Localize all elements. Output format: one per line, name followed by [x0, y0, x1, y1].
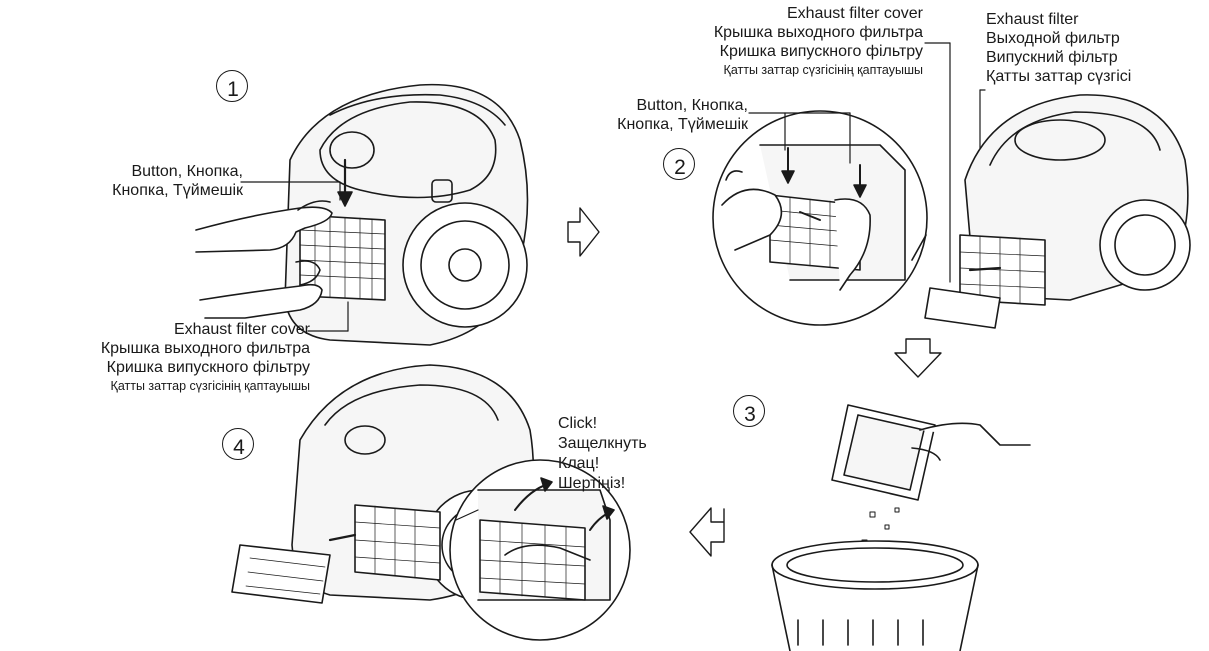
step2-vacuum-open: [924, 94, 1191, 329]
step-number-1: 1: [216, 70, 250, 104]
step1-leader-lines: [240, 181, 349, 332]
arrow-down-icon: [894, 338, 942, 378]
step1-button-label: Button, Кнопка, Кнопка, Түймешік: [112, 163, 243, 199]
step2-button-label: Button, Кнопка, Кнопка, Түймешік: [617, 97, 748, 133]
step4-connector: [455, 509, 479, 521]
step2-detail-circle: [712, 110, 928, 326]
step2-leader-lines: [748, 42, 986, 283]
step2-filter-label: Exhaust filter Выходной фильтр Випускний…: [986, 11, 1132, 85]
step2-cover-label: Exhaust filter cover Крышка выходного фи…: [713, 5, 923, 77]
step-number-3: 3: [733, 395, 767, 429]
step4-detail-circle: [449, 459, 631, 641]
arrow-right-icon: [567, 207, 600, 257]
step4-click-label: Click! Защелкнуть Клац! Шертіңіз!: [558, 415, 647, 492]
step-number-4: 4: [222, 428, 256, 462]
step-number-2: 2: [663, 148, 697, 182]
step1-cover-label: Exhaust filter cover Крышка выходного фи…: [100, 321, 310, 393]
step1-vacuum-illustration: [195, 83, 529, 346]
arrow-left-icon: [689, 507, 725, 557]
step3-bin-illustration: [771, 404, 1031, 651]
